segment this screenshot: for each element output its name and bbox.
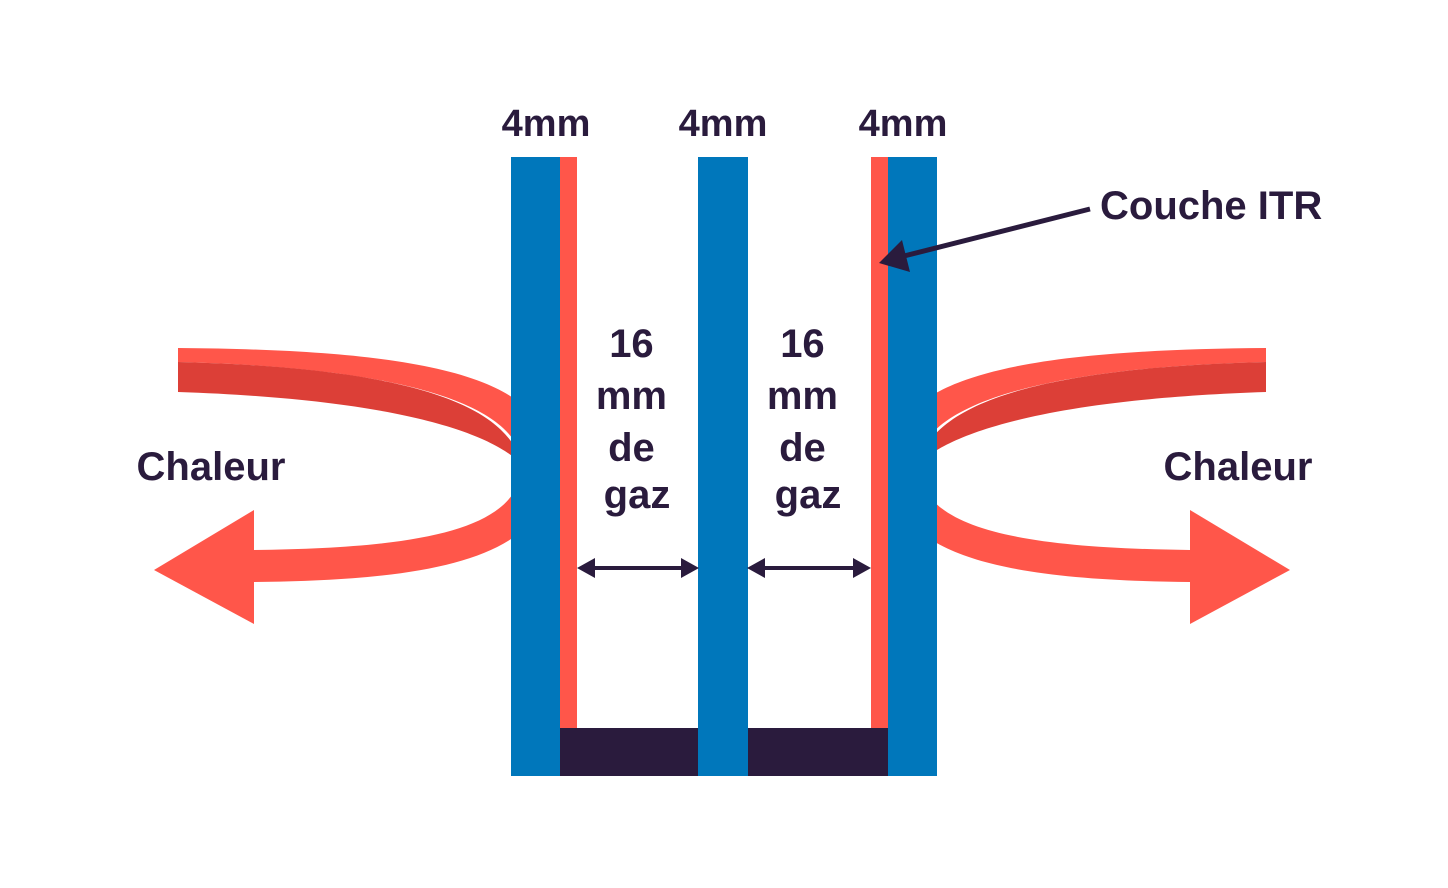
heat-arrow-right: [888, 348, 1290, 624]
gas-gap-2-label: 16 mm de gaz: [767, 322, 849, 517]
heat-arrow-right-shade: [918, 362, 1266, 465]
spacer-left: [560, 728, 698, 776]
heat-label-left: Chaleur: [137, 445, 286, 489]
gas-gap-2-line-3: de: [779, 426, 826, 470]
arrow-left-icon: [879, 240, 910, 272]
heat-arrow-left: [154, 348, 552, 624]
gas-gap-1-line-3: de: [608, 426, 655, 470]
gas-gap-1-line-1: 16: [609, 322, 654, 366]
gas-gap-1-label: 16 mm de gaz: [596, 322, 678, 517]
coating-pointer-arrow: [879, 206, 1091, 272]
gap-2-dimension-arrow: [747, 558, 871, 578]
glass-pane-1: [511, 157, 560, 776]
gap-2-left-arrowhead: [747, 558, 765, 578]
heat-arrow-left-shade: [178, 362, 522, 465]
low-e-coating-1: [560, 157, 577, 728]
coating-pointer-line: [903, 206, 1091, 259]
coating-label: Couche ITR: [1100, 184, 1322, 228]
gas-gap-2-line-1: 16: [780, 322, 825, 366]
gap-1-left-arrowhead: [577, 558, 595, 578]
gas-gap-2-line-2: mm: [767, 374, 838, 418]
heat-arrow-right-head: [1190, 510, 1290, 624]
gap-2-right-arrowhead: [853, 558, 871, 578]
pane-2-thickness-label: 4mm: [679, 103, 768, 145]
gap-1-dimension-arrow: [577, 558, 699, 578]
pane-1-thickness-label: 4mm: [502, 103, 591, 145]
heat-arrow-left-head: [154, 510, 254, 624]
heat-label-right: Chaleur: [1164, 445, 1313, 489]
spacer-right: [748, 728, 888, 776]
pane-3-thickness-label: 4mm: [859, 103, 948, 145]
low-e-coating-2: [871, 157, 888, 728]
glass-pane-2: [698, 157, 748, 776]
gas-gap-1-line-4: gaz: [604, 473, 671, 517]
gas-gap-1-line-2: mm: [596, 374, 667, 418]
gap-1-right-arrowhead: [681, 558, 699, 578]
gas-gap-2-line-4: gaz: [775, 473, 842, 517]
